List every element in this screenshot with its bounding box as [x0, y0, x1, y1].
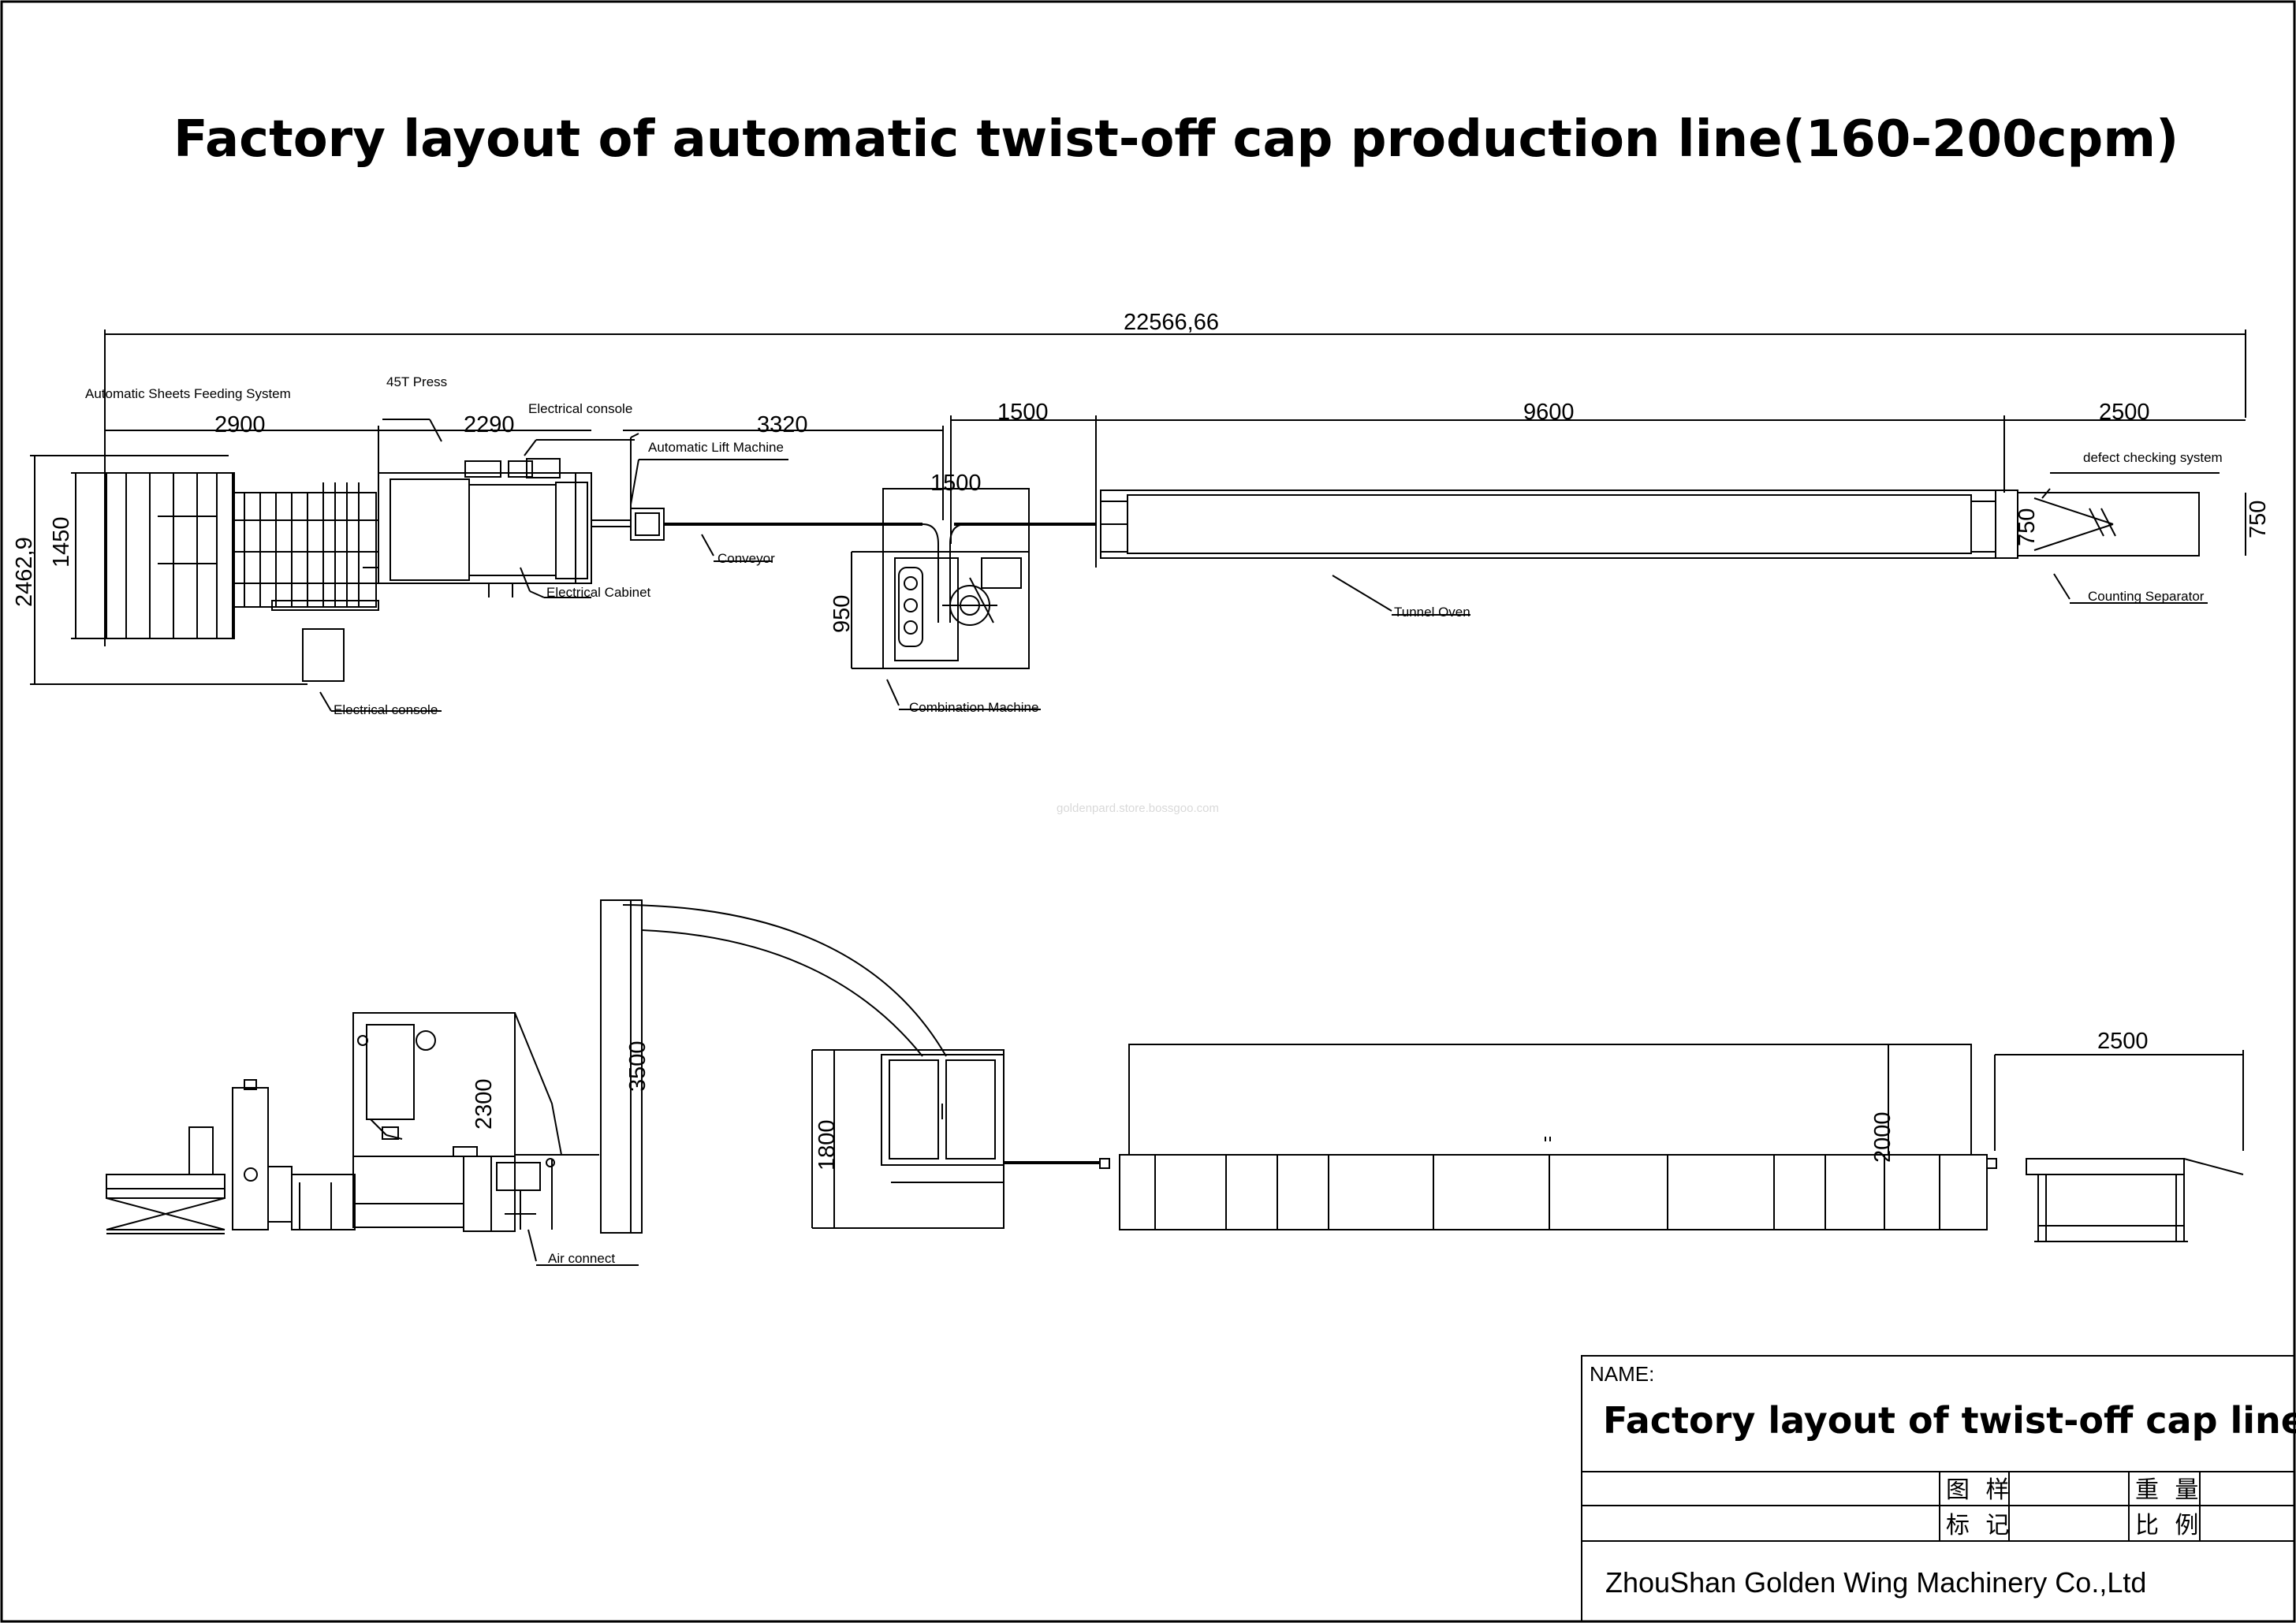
dim-press: 2290	[464, 412, 515, 437]
label-press: 45T Press	[386, 374, 447, 389]
dim-feeding: 2900	[214, 412, 266, 437]
label-oven: Tunnel Oven	[1394, 605, 1470, 620]
plan-view	[30, 329, 2246, 712]
label-air: Air connect	[548, 1251, 615, 1266]
dim-height-overall: 2462,9	[12, 537, 37, 607]
label-feeding: Automatic Sheets Feeding System	[85, 386, 291, 401]
dim-combo-top: 1500	[997, 400, 1049, 425]
label-conveyor: Conveyor	[718, 551, 775, 566]
watermark: goldenpard.store.bossgoo.com	[1057, 802, 1219, 815]
label-cabinet: Electrical Cabinet	[546, 585, 651, 600]
dim-combo-inner: 1500	[930, 471, 982, 496]
title-block-name-label: NAME:	[1590, 1362, 1654, 1386]
title-block-cell-b: 标 记	[1946, 1513, 2014, 1539]
dim-elev-oven: 2000	[1870, 1111, 1895, 1163]
dim-elev-press: 2300	[472, 1078, 497, 1130]
dim-sep-width: 750	[2246, 501, 2271, 538]
dim-combo-depth: 950	[829, 595, 855, 633]
label-console-bottom: Electrical console	[334, 702, 438, 717]
drawing-title: Factory layout of automatic twist-off ca…	[173, 110, 2179, 169]
dim-overall: 22566,66	[1124, 310, 1219, 335]
dim-elev-combo: 1800	[814, 1119, 840, 1171]
elevation-view	[106, 899, 2244, 1266]
label-combo: Combination Machine	[909, 700, 1038, 715]
label-separator: Counting Separator	[2088, 589, 2205, 604]
dim-oven-width: 750	[2015, 508, 2040, 546]
title-block-cell-c: 重 量	[2135, 1477, 2203, 1503]
dim-height-feeding: 1450	[49, 516, 74, 568]
label-lift: Automatic Lift Machine	[648, 440, 784, 455]
title-block-company: ZhouShan Golden Wing Machinery Co.,Ltd	[1605, 1566, 2146, 1599]
title-block-name: Factory layout of twist-off cap line	[1603, 1399, 2296, 1442]
label-defect: defect checking system	[2083, 450, 2223, 465]
title-block-cell-d: 比 例	[2135, 1513, 2203, 1539]
dim-elev-sep: 2500	[2097, 1029, 2149, 1054]
title-block	[1581, 1355, 2295, 1622]
dim-elev-lift: 3500	[625, 1040, 650, 1092]
dim-lift: 3320	[757, 412, 808, 437]
dim-separator: 2500	[2099, 400, 2150, 425]
title-block-cell-a: 图 样	[1946, 1477, 2014, 1503]
dim-oven: 9600	[1523, 400, 1575, 425]
label-console-top: Electrical console	[528, 401, 632, 416]
